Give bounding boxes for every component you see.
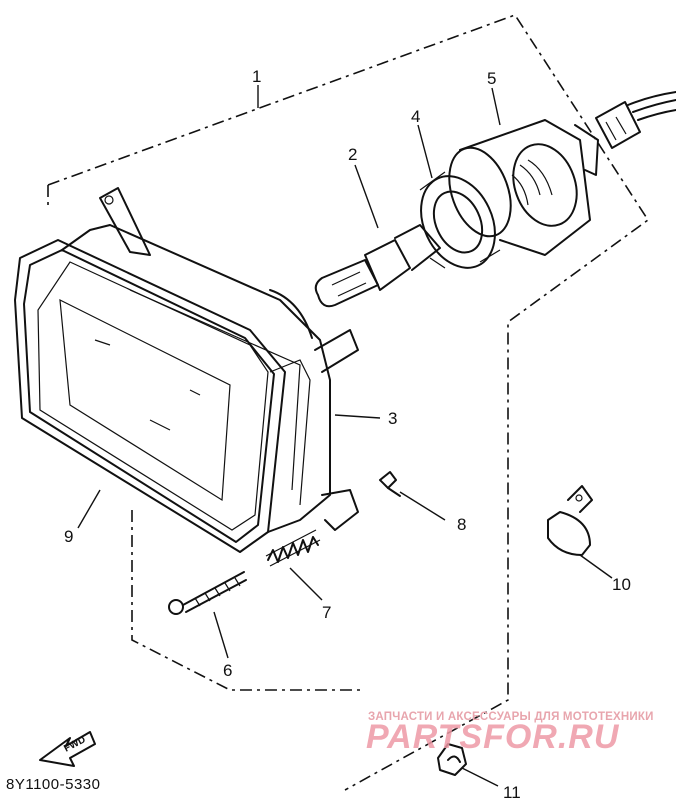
leader-lines (77, 85, 613, 787)
spring (265, 529, 321, 567)
headlight-unit (37, 187, 359, 533)
bulb (314, 224, 441, 308)
assembly-boundary (47, 14, 650, 791)
bulb-retainer (419, 171, 501, 269)
callout-1: 1 (252, 67, 261, 86)
callout-11: 11 (503, 783, 521, 802)
small-clamp (437, 743, 467, 776)
callout-10: 10 (612, 575, 631, 594)
fwd-label: FWD (62, 734, 87, 754)
callout-3: 3 (388, 409, 397, 428)
bulb-boot (448, 119, 599, 256)
callout-4: 4 (411, 107, 420, 126)
adjusting-screw (168, 571, 247, 615)
wiring-connector (595, 91, 676, 149)
diagram-code: 8Y1100-5330 (6, 776, 101, 793)
cable-clamp (547, 485, 593, 556)
callout-2: 2 (348, 145, 357, 164)
callout-7: 7 (322, 603, 331, 622)
callout-9: 9 (64, 527, 73, 546)
callout-5: 5 (487, 69, 496, 88)
clip (379, 471, 401, 497)
headlight-rim (14, 239, 286, 553)
watermark-brand: PARTSFOR.RU (366, 718, 620, 756)
watermark-tagline: ЗАПЧАСТИ И АКСЕССУАРЫ ДЛЯ МОТОТЕХНИКИ (368, 711, 654, 723)
callout-6: 6 (223, 661, 232, 680)
callout-labels: 1 2 3 4 5 6 7 8 9 10 11 (64, 67, 631, 802)
callout-8: 8 (457, 515, 466, 534)
fwd-arrow: FWD (39, 731, 96, 767)
